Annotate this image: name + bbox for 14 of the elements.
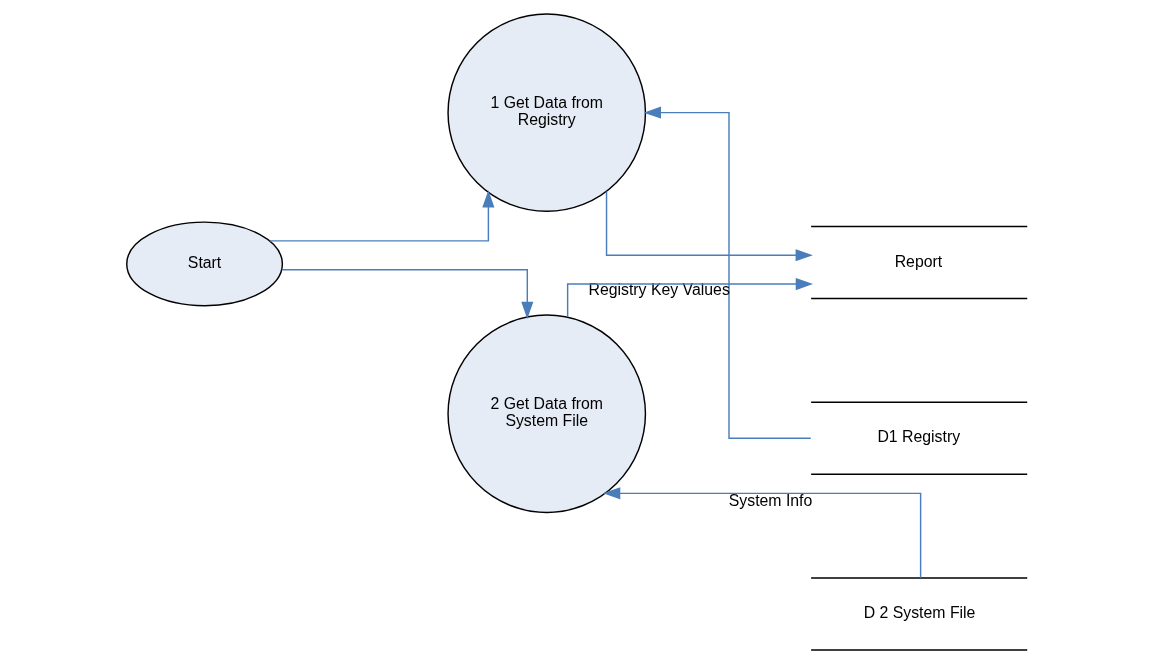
arrow [643,106,812,439]
arrow [566,278,813,318]
node-text: D1 Registry [877,428,961,446]
node-text: D 2 System File [863,604,976,622]
edge-label: System Info [728,492,813,510]
arrow [281,268,534,320]
node-text: Report [894,252,943,270]
arrow [605,190,813,262]
arrow [268,190,495,242]
node-circle: 1 Get Data from Registry [447,13,647,213]
node-circle: 2 Get Data from System File [447,314,647,514]
node-ellipse: Start [126,221,284,307]
edge-label: Registry Key Values [588,280,730,298]
arrow [603,487,922,579]
